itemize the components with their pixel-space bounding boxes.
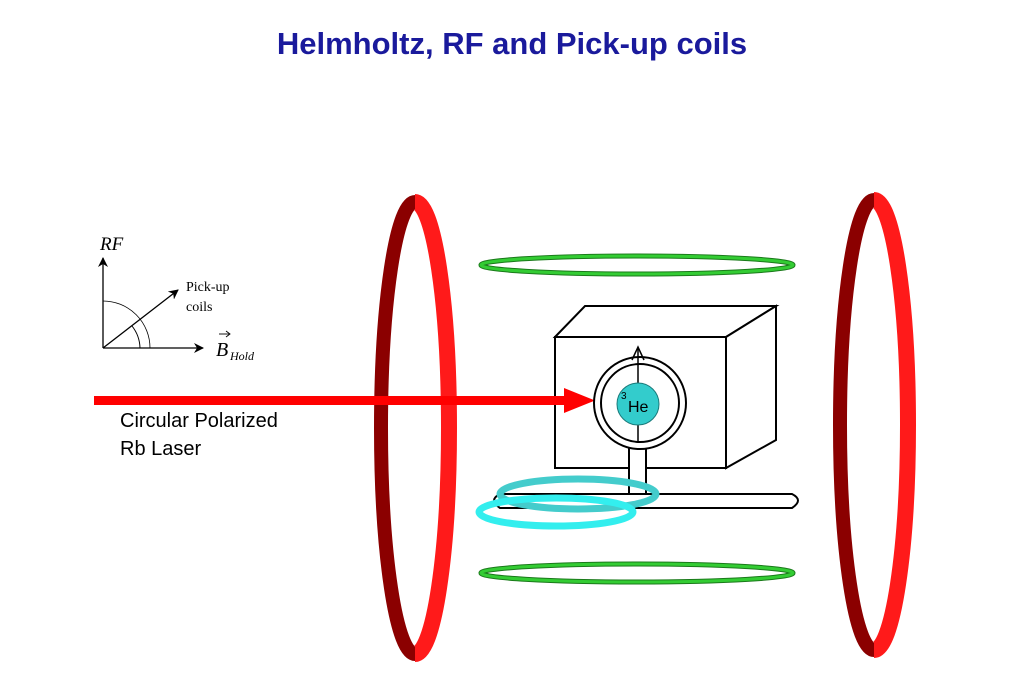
laser-beam-arrowhead — [564, 388, 595, 413]
bhold-axis-label: B — [216, 339, 228, 361]
he3-label: He — [628, 399, 649, 416]
helmholtz-coil-right — [833, 192, 916, 658]
axes-inset: RF Pick-up coils B Hold — [98, 234, 255, 363]
pickup-axis-label-line2: coils — [186, 300, 212, 315]
page-title: Helmholtz, RF and Pick-up coils — [276, 26, 748, 61]
rf-coil-top — [478, 253, 796, 277]
helmholtz-coil-left — [374, 194, 457, 662]
he3-cell: 3 He — [593, 345, 687, 450]
bhold-axis-subscript: Hold — [229, 349, 255, 363]
laser-beam-line — [94, 396, 568, 405]
laser-label-line2: Rb Laser — [120, 438, 201, 460]
rf-axis-label: RF — [99, 234, 124, 255]
angle-arc-inner — [102, 300, 151, 349]
angle-arc-outer — [131, 325, 141, 349]
pickup-coil-back — [496, 475, 660, 513]
rf-coil-bottom — [478, 561, 796, 585]
pickup-coil-front — [475, 494, 637, 530]
pickup-axis-label-line1: Pick-up — [186, 280, 230, 295]
he3-superscript: 3 — [621, 391, 627, 402]
laser-beam — [94, 388, 595, 413]
he3-nucleus — [616, 382, 660, 426]
target-chamber — [552, 304, 780, 470]
pickup-coils — [475, 475, 660, 530]
bhold-vector-tip — [225, 330, 231, 338]
laser-label-line1: Circular Polarized — [120, 410, 278, 432]
